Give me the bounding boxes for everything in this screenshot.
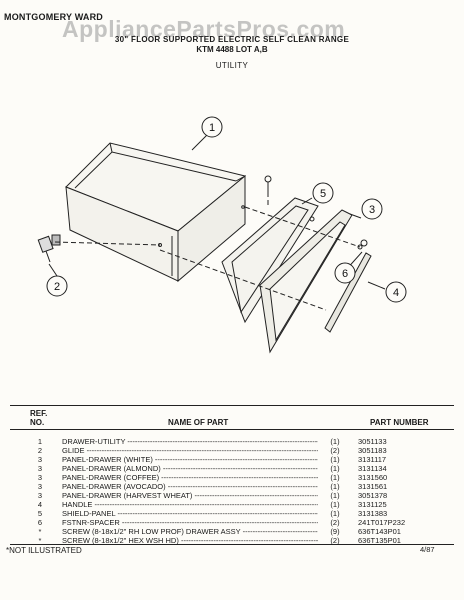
callout-circles [46, 116, 407, 303]
callout-2 [46, 275, 68, 297]
quantity: (1) [322, 437, 348, 446]
shield-panel-drawing [221, 197, 319, 324]
part-number-header: PART NUMBER [370, 418, 429, 427]
revision-date: 4/87 [420, 545, 435, 554]
callout-label-3: 3 [369, 204, 375, 216]
ref-number: 3 [37, 482, 43, 491]
watermark: AppliancePartsPros.com [62, 16, 346, 42]
callout-label-5: 5 [320, 188, 326, 200]
table-row: 5 SHIELD-PANEL (1) 3131383 [0, 509, 464, 518]
brand-name: MONTGOMERY WARD [4, 12, 103, 22]
part-number: 3131383 [358, 509, 388, 518]
part-number: 3051133 [358, 437, 387, 446]
part-number: 3131117 [358, 455, 387, 464]
quantity: (1) [322, 482, 348, 491]
section-title: UTILITY [215, 61, 249, 70]
quantity: (1) [322, 464, 348, 473]
callout-6 [334, 262, 356, 284]
ref-number: 3 [37, 473, 43, 482]
table-top-rule [10, 405, 454, 406]
table-row: 3 PANEL-DRAWER (COFFEE) (1) 3131560 [0, 473, 464, 482]
part-name: DRAWER-UTILITY [62, 437, 318, 446]
ref-number: 3 [37, 464, 43, 473]
assembly-lines [54, 192, 361, 311]
part-name: PANEL-DRAWER (WHITE) [62, 455, 318, 464]
quantity: (2) [322, 518, 348, 527]
name-header: NAME OF PART [168, 418, 229, 427]
part-name: SCREW (8-18x1/2" RH LOW PROF) DRAWER ASS… [62, 527, 318, 536]
exploded-parts-diagram: 1 2 3 4 5 6 [37, 116, 407, 354]
part-name: PANEL-DRAWER (COFFEE) [62, 473, 318, 482]
ref-number: 2 [37, 446, 43, 455]
part-number: 3131125 [358, 500, 387, 509]
table-row: 3 PANEL-DRAWER (HARVEST WHEAT) (1) 30513… [0, 491, 464, 500]
table-header-rule [10, 429, 454, 430]
part-number: 3051378 [358, 491, 388, 500]
table-row: 6 FSTNR-SPACER (2) 241T017P232 [0, 518, 464, 527]
callout-3 [361, 198, 383, 220]
callout-4 [385, 281, 407, 303]
part-name: GLIDE [62, 446, 318, 455]
table-row: 3 PANEL-DRAWER (WHITE) (1) 3131117 [0, 455, 464, 464]
not-illustrated-note: *NOT ILLUSTRATED [6, 546, 82, 555]
quantity: (1) [322, 500, 348, 509]
quantity: (2) [322, 446, 348, 455]
part-number: 636T135P01 [358, 536, 401, 545]
ref-header: REF. [30, 409, 48, 418]
callout-label-6: 6 [342, 268, 348, 280]
quantity: (1) [322, 491, 348, 500]
table-row: 2 GLIDE (2) 3051183 [0, 446, 464, 455]
part-name: HANDLE [62, 500, 318, 509]
page-title: 30" FLOOR SUPPORTED ELECTRIC SELF CLEAN … [114, 35, 350, 44]
glide-drawing [37, 234, 61, 263]
ref-number: 1 [37, 437, 43, 446]
table-row: * SCREW (8-18x1/2" RH LOW PROF) DRAWER A… [0, 527, 464, 536]
screw-drawing [264, 175, 272, 192]
part-name: PANEL-DRAWER (HARVEST WHEAT) [62, 491, 318, 500]
part-name: PANEL-DRAWER (AVOCADO) [62, 482, 318, 491]
ref-number: 3 [37, 491, 43, 500]
callout-label-4: 4 [393, 287, 399, 299]
table-row: 3 PANEL-DRAWER (AVOCADO) (1) 3131561 [0, 482, 464, 491]
quantity: (1) [322, 455, 348, 464]
callout-label-2: 2 [54, 281, 60, 293]
part-name: PANEL-DRAWER (ALMOND) [62, 464, 318, 473]
quantity: (9) [322, 527, 348, 536]
part-name: FSTNR-SPACER [62, 518, 318, 527]
part-name: SCREW (8-18x1/2" HEX WSH HD) [62, 536, 318, 545]
part-number: 636T143P01 [358, 527, 401, 536]
quantity: (2) [322, 536, 348, 545]
quantity: (1) [322, 509, 348, 518]
ref-number: 3 [37, 455, 43, 464]
part-number: 3131134 [358, 464, 387, 473]
table-row: 1 DRAWER-UTILITY (1) 3051133 [0, 437, 464, 446]
part-number: 3131560 [358, 473, 388, 482]
part-number: 3051183 [358, 446, 387, 455]
ref-number: * [38, 527, 42, 536]
callout-label-1: 1 [209, 122, 215, 134]
part-number: 3131561 [358, 482, 388, 491]
no-header: NO. [30, 418, 45, 427]
ref-number: 5 [37, 509, 43, 518]
ref-number: * [38, 536, 42, 545]
table-row: * SCREW (8-18x1/2" HEX WSH HD) (2) 636T1… [0, 536, 464, 545]
table-bottom-rule [10, 544, 454, 545]
part-number: 241T017P232 [358, 518, 406, 527]
callout-5 [312, 182, 334, 204]
ref-number: 6 [37, 518, 43, 527]
ref-number: 4 [37, 500, 43, 509]
part-name: SHIELD-PANEL [62, 509, 318, 518]
model-number: KTM 4488 LOT A,B [196, 45, 268, 54]
quantity: (1) [322, 473, 348, 482]
table-row: 4 HANDLE (1) 3131125 [0, 500, 464, 509]
callout-1 [201, 116, 223, 138]
drawer-utility-drawing [65, 142, 247, 283]
table-row: 3 PANEL-DRAWER (ALMOND) (1) 3131134 [0, 464, 464, 473]
